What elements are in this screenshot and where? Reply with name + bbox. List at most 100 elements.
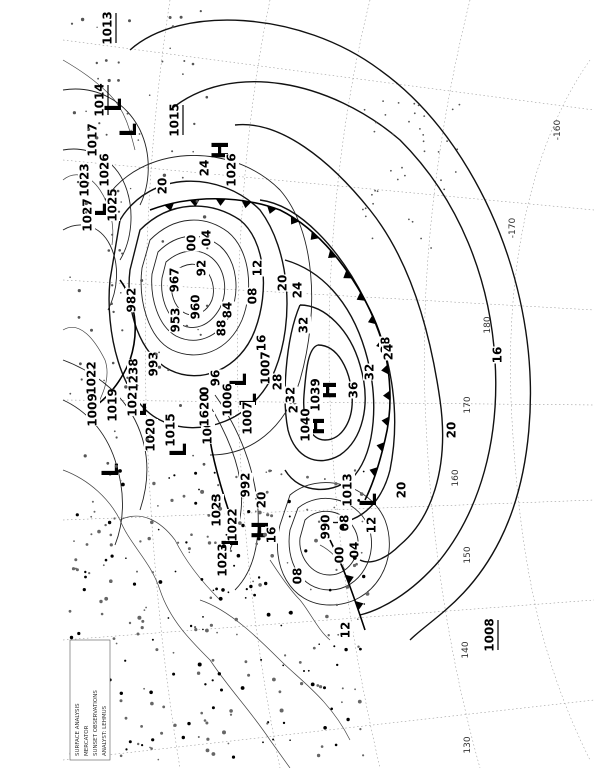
station-mark [140, 279, 144, 282]
station-mark [218, 596, 223, 601]
station-mark [146, 438, 149, 441]
isobar-label-text: 00 [333, 547, 347, 564]
station-mark [141, 744, 144, 747]
station-mark [126, 376, 129, 379]
isobar-label-text: 1017 [86, 123, 100, 156]
isobar-label-bg [86, 394, 100, 426]
isobar-label: 1023 [78, 163, 92, 197]
station-mark [206, 535, 209, 538]
station-mark [172, 651, 175, 654]
station-mark [286, 562, 289, 564]
pressure-center-letter: L [117, 123, 142, 137]
low-center: L [357, 493, 382, 507]
isobar-label-bg [221, 384, 235, 416]
station-mark [257, 576, 261, 579]
station-mark [151, 638, 154, 641]
isobar-label: 16 [265, 526, 279, 544]
station-mark [371, 237, 374, 240]
station-mark [207, 234, 210, 237]
station-mark [147, 536, 151, 541]
isobar-label: 1023 [216, 543, 230, 577]
station-mark [244, 597, 247, 599]
station-mark [72, 111, 76, 115]
station-mark [128, 19, 131, 23]
isobar-label-bg [98, 154, 112, 186]
station-mark [98, 122, 101, 125]
legend-line-2: MERCATOR [84, 725, 90, 756]
station-mark [199, 10, 202, 13]
isobar-label-bg [309, 379, 323, 411]
isobar-label-bg [86, 124, 100, 156]
station-mark [266, 612, 271, 617]
station-mark [335, 568, 338, 572]
station-mark [171, 25, 175, 28]
station-mark [423, 115, 426, 117]
station-mark [128, 621, 132, 625]
isobar-label-text: 92 [195, 260, 209, 277]
isobar-label-text: 1022 [85, 361, 99, 394]
station-mark [174, 570, 177, 573]
station-mark [84, 570, 87, 574]
station-mark [270, 554, 275, 558]
station-mark [205, 748, 210, 753]
station-mark [279, 708, 284, 713]
isobar-label-text: 990 [319, 514, 333, 539]
station-mark [116, 189, 120, 193]
station-mark [121, 482, 125, 487]
isobar-label: 08 [338, 514, 352, 532]
isobar-label-text: 1023 [78, 163, 92, 196]
station-mark [352, 556, 357, 560]
station-mark [182, 494, 186, 498]
station-mark [360, 551, 363, 554]
station-mark [298, 661, 302, 664]
station-mark [119, 699, 123, 703]
station-mark [194, 626, 197, 629]
cold-front-triangle [369, 467, 378, 477]
station-mark [346, 717, 350, 722]
station-mark [419, 127, 421, 130]
station-mark [282, 664, 285, 667]
isobar-label-bg [126, 384, 140, 416]
station-mark [422, 134, 425, 136]
isobar-label: 24 [291, 281, 305, 299]
station-mark [150, 520, 154, 525]
isobar-label-text: 1015 [168, 103, 182, 136]
isobar-label-text: 1040 [299, 408, 313, 441]
station-mark [111, 361, 115, 365]
station-mark [173, 474, 176, 477]
station-mark [125, 557, 127, 559]
station-mark [382, 100, 384, 102]
station-mark [104, 59, 108, 62]
station-mark [104, 523, 107, 527]
station-mark [197, 662, 202, 667]
station-mark [280, 624, 283, 627]
isobar-label-text: 960 [189, 294, 203, 319]
station-mark [215, 587, 219, 591]
isobar-label: 24 [198, 159, 212, 177]
station-mark [454, 171, 457, 173]
isobar-label: 92 [195, 259, 209, 277]
isobar-label-text: 12 [365, 517, 379, 534]
station-mark [236, 553, 241, 558]
station-mark [136, 570, 138, 573]
station-mark [172, 672, 176, 676]
isobar-label-text: 24 [198, 160, 212, 177]
station-mark [182, 73, 184, 75]
station-mark [234, 617, 238, 622]
station-mark [167, 617, 170, 619]
cold-front-triangle [267, 205, 277, 214]
cold-front-triangle [355, 600, 364, 611]
station-mark [117, 210, 121, 213]
isobar-label-text: 1022 [226, 508, 240, 541]
station-mark [104, 558, 108, 562]
station-mark [114, 464, 118, 468]
station-mark [211, 658, 215, 662]
station-mark [229, 709, 233, 713]
isobar-label-bg [339, 621, 353, 639]
station-mark [362, 574, 366, 579]
station-mark [245, 588, 248, 591]
station-mark [96, 26, 98, 28]
station-mark [336, 663, 339, 667]
